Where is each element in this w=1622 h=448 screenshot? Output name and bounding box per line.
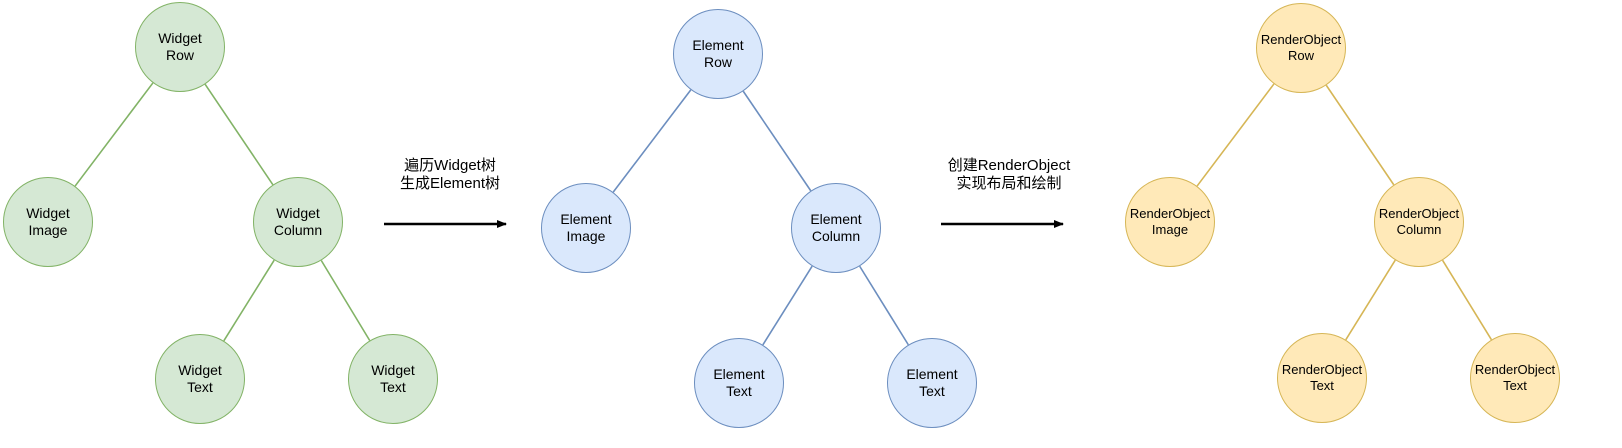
node-label-line1: Widget — [178, 362, 222, 379]
node-label-line2: Row — [703, 54, 732, 70]
node-label-line1: RenderObject — [1474, 362, 1556, 378]
tree-edge — [223, 259, 275, 342]
node-label-line2: Text — [1310, 378, 1334, 393]
node-label-line1: Widget — [158, 30, 202, 47]
node-label-line1: RenderObject — [1129, 206, 1211, 222]
tree-edge — [1196, 83, 1275, 187]
node-label-line2: Column — [1396, 222, 1442, 237]
tree-edge — [859, 265, 909, 346]
arrow-label-line2: 实现布局和绘制 — [956, 175, 1062, 193]
node-label-line1: Element — [713, 366, 765, 383]
tree-edge — [74, 82, 154, 187]
node-label-line1: Element — [810, 211, 862, 228]
node-label-line2: Text — [919, 383, 945, 399]
tree-edge — [320, 260, 371, 341]
node-label-line2: Row — [1287, 48, 1314, 63]
node-label-line2: Text — [187, 379, 213, 395]
arrow-label-line1: 遍历Widget树 — [404, 157, 496, 174]
node-label-line1: Element — [560, 211, 612, 228]
tree-edge — [612, 89, 692, 193]
arrow-label-arrow-widget-to-element: 遍历Widget树生成Element树 — [320, 157, 580, 194]
node-label-line2: Text — [1503, 378, 1527, 393]
node-label-line2: Row — [165, 47, 194, 63]
arrow-label-line1: 创建RenderObject — [947, 157, 1071, 174]
node-label-line2: Text — [380, 379, 406, 395]
node-label-line1: RenderObject — [1281, 362, 1363, 378]
node-label-line1: RenderObject — [1378, 206, 1460, 222]
tree-edge — [1325, 84, 1395, 186]
tree-edge — [1441, 259, 1493, 341]
node-label-line2: Image — [1151, 222, 1189, 237]
tree-edge — [1345, 259, 1396, 341]
tree-edge — [742, 90, 812, 192]
node-label-line1: RenderObject — [1260, 32, 1342, 48]
node-label-line2: Image — [28, 222, 68, 238]
arrow-label-line2: 生成Element树 — [399, 175, 501, 193]
node-label-line1: Widget — [26, 205, 70, 222]
node-label-line1: Widget — [276, 205, 320, 222]
node-label-line1: Widget — [371, 362, 415, 379]
tree-edge — [762, 265, 813, 346]
tree-edge — [204, 83, 274, 186]
node-label-line1: Element — [692, 37, 744, 54]
node-label-line2: Image — [566, 228, 606, 244]
node-label-line2: Column — [273, 222, 323, 238]
node-label-line2: Text — [726, 383, 752, 399]
node-label-line1: Element — [906, 366, 958, 383]
node-label-line2: Column — [811, 228, 861, 244]
